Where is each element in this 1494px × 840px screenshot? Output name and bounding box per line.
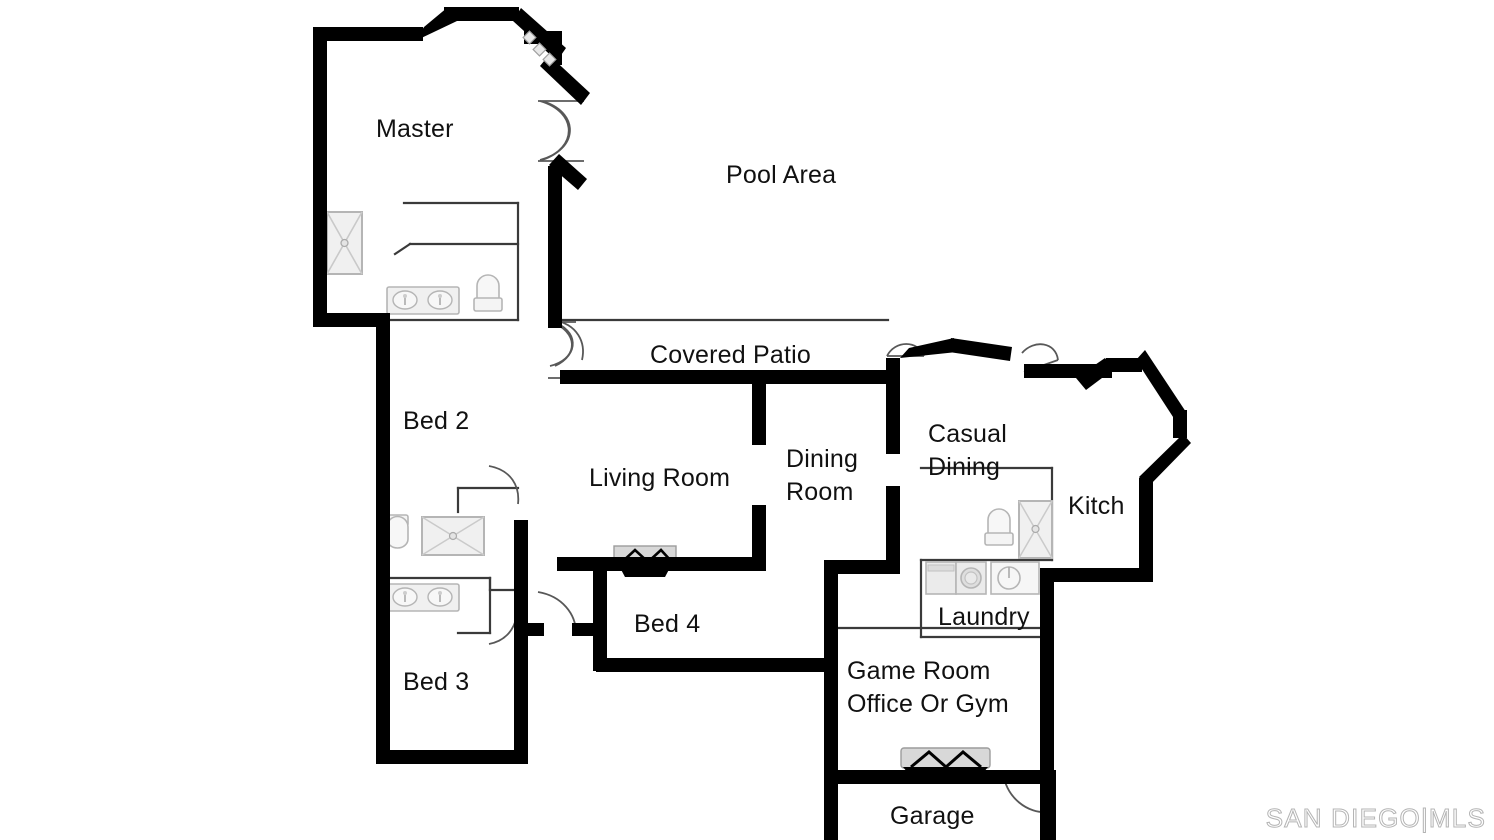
room-label-master: Master bbox=[376, 115, 454, 143]
mls-watermark: SAN DIEGO|MLS bbox=[1265, 803, 1486, 834]
room-label-pool-area: Pool Area bbox=[726, 161, 837, 189]
dryer-icon bbox=[955, 561, 987, 595]
washer-icon bbox=[925, 561, 957, 595]
room-label-kitchen: Kitch bbox=[1068, 492, 1125, 520]
room-label-living-room: Living Room bbox=[589, 464, 731, 492]
room-label-bed-3: Bed 3 bbox=[403, 668, 470, 696]
room-label-dining-room: Dining Room bbox=[786, 445, 859, 506]
double-sink-icon bbox=[386, 286, 460, 315]
double-sink-icon bbox=[386, 583, 460, 612]
room-label-casual-dining: Casual Dining bbox=[928, 420, 1008, 481]
sink-icon bbox=[990, 561, 1040, 595]
bathtub-icon bbox=[421, 516, 485, 556]
room-label-game-room: Game Room Office Or Gym bbox=[847, 657, 1009, 718]
room-label-bed-2: Bed 2 bbox=[403, 407, 470, 435]
shower-icon bbox=[326, 211, 363, 275]
room-label-garage: Garage bbox=[890, 802, 975, 830]
shower-icon bbox=[1018, 500, 1053, 559]
toilet-icon bbox=[473, 274, 503, 312]
toilet-icon bbox=[984, 508, 1014, 546]
room-label-bed-4: Bed 4 bbox=[634, 610, 701, 638]
window-icon bbox=[522, 30, 557, 67]
walls bbox=[313, 7, 1191, 840]
room-label-laundry: Laundry bbox=[938, 603, 1030, 631]
room-label-covered-patio: Covered Patio bbox=[650, 341, 812, 369]
